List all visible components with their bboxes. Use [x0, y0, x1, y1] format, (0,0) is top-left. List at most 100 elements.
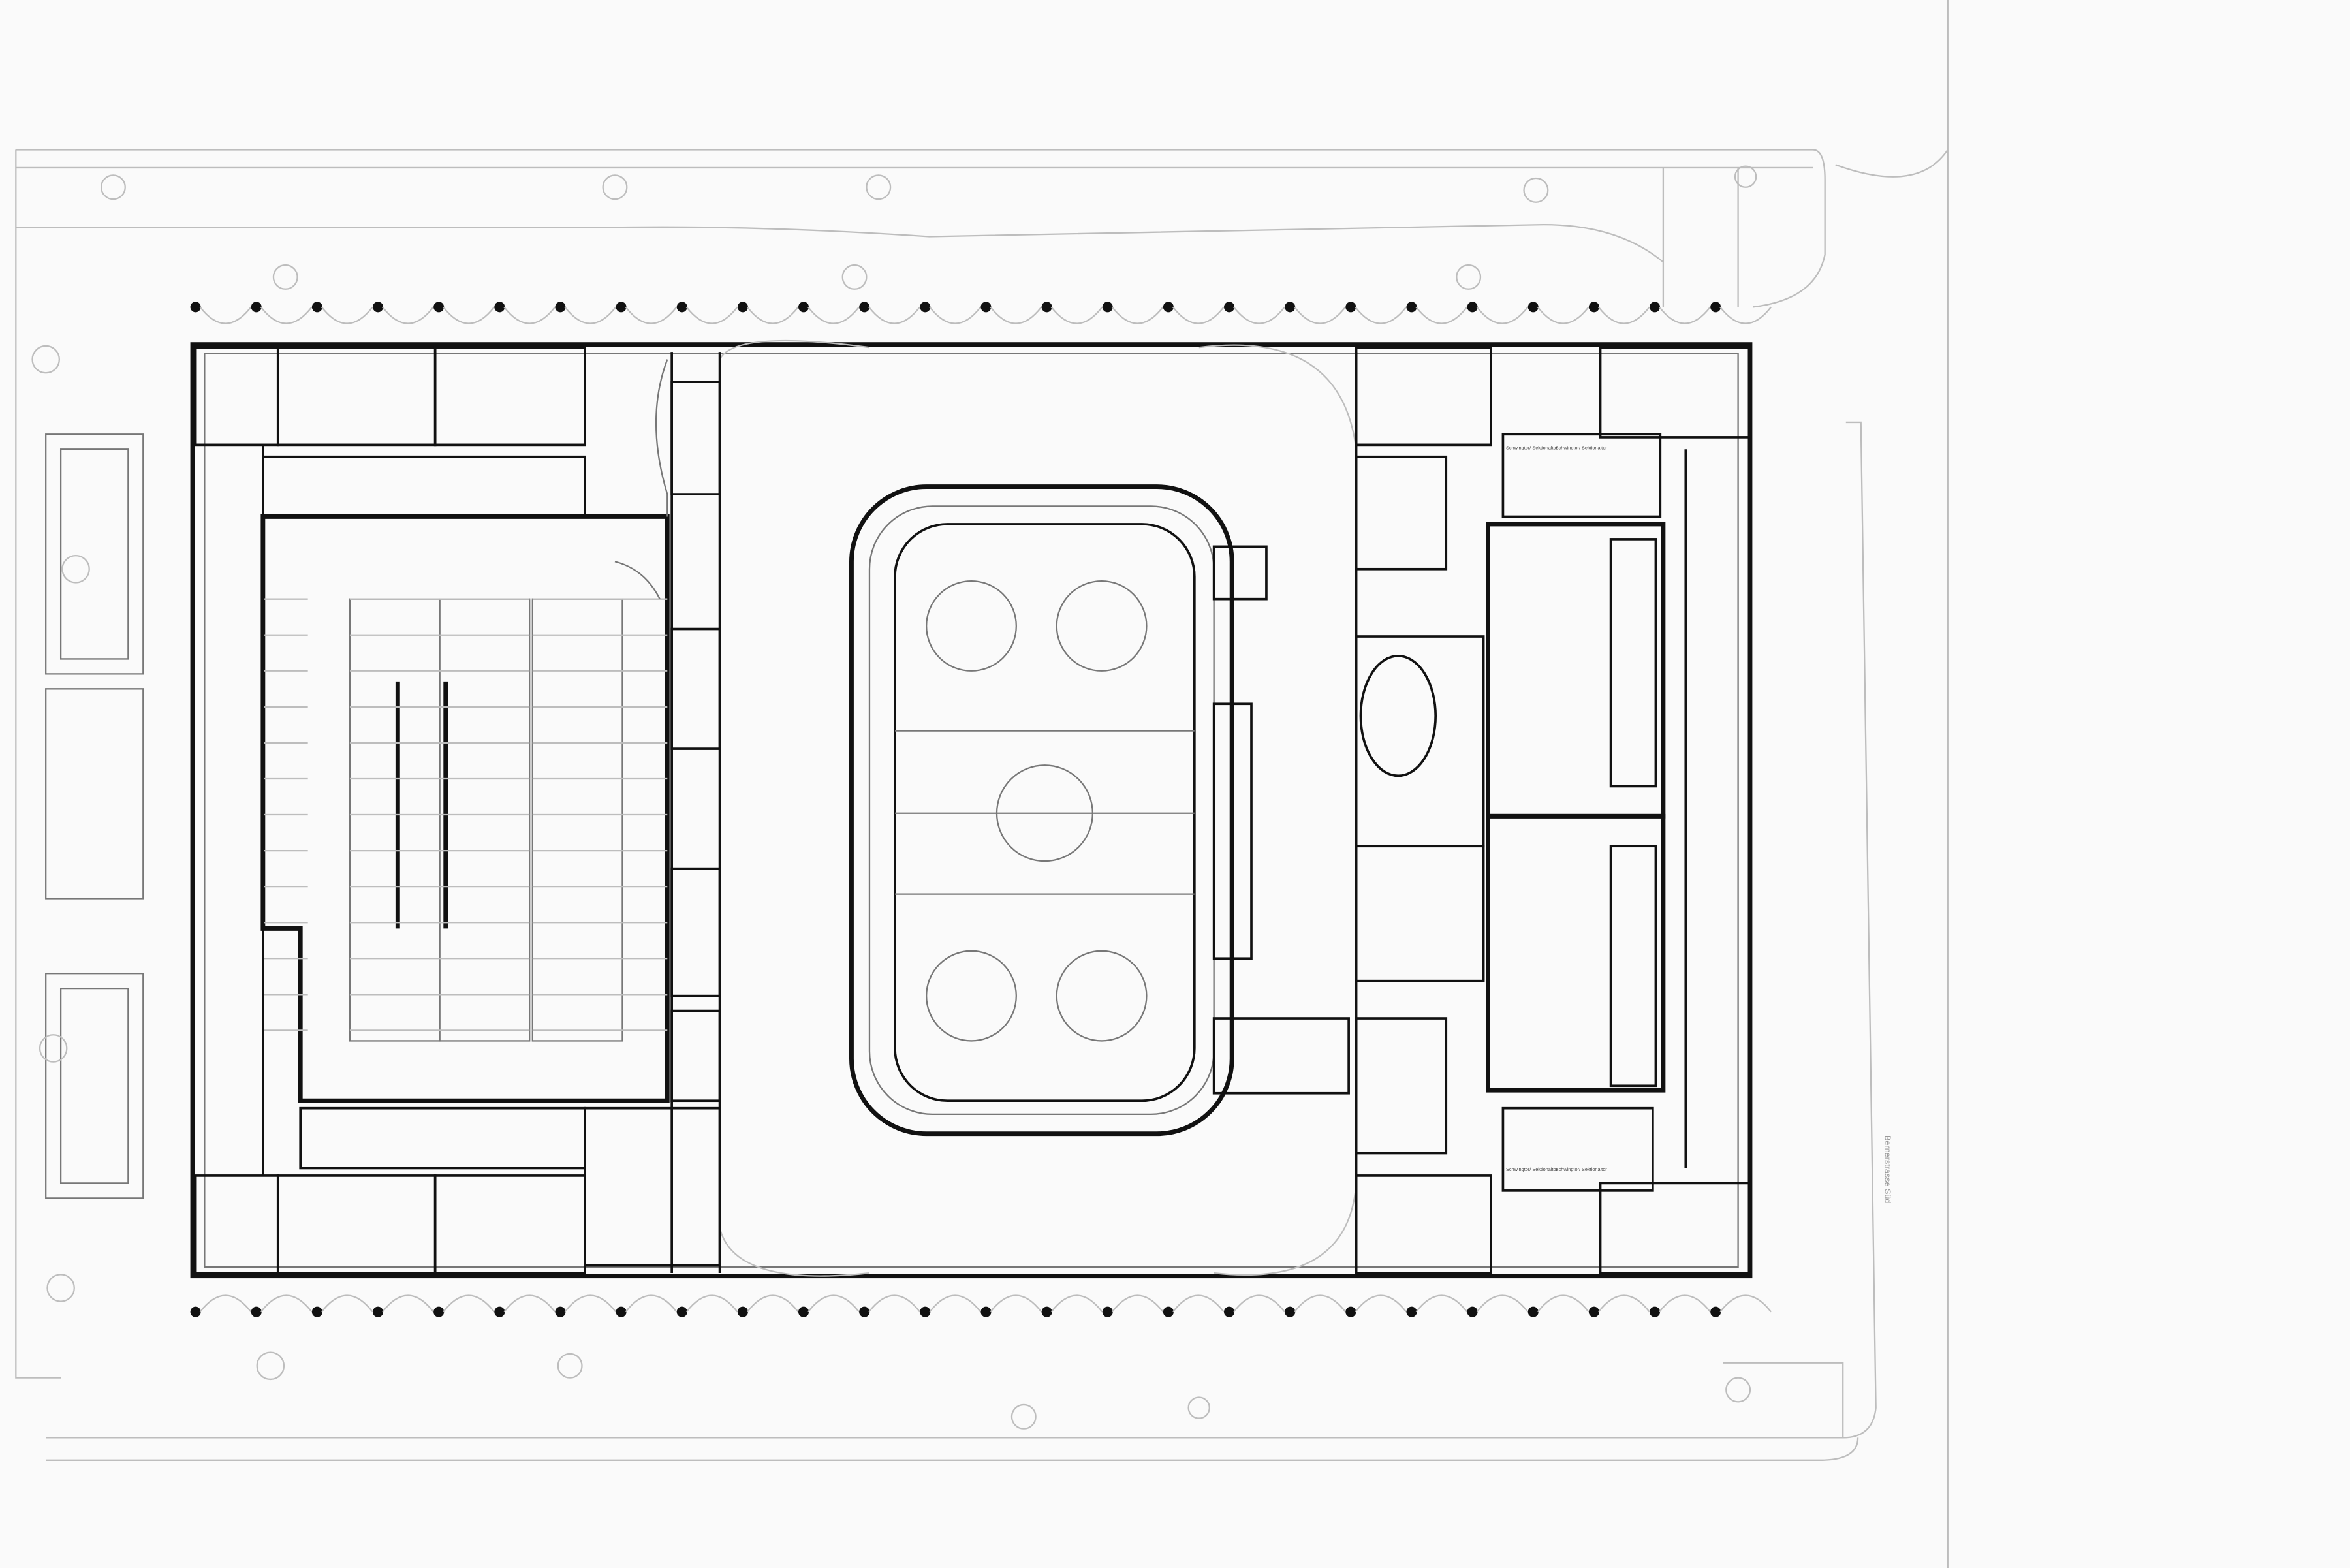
- facade-arc: [1111, 306, 1164, 324]
- column: [1285, 302, 1296, 313]
- parking-garage: [260, 359, 670, 1103]
- facade-arc: [443, 306, 495, 324]
- column: [859, 1306, 870, 1317]
- column: [676, 1306, 687, 1317]
- facade-arc: [807, 306, 860, 324]
- facade-arc: [1537, 306, 1590, 324]
- column: [980, 1306, 992, 1317]
- facade-arc: [1415, 306, 1468, 324]
- column: [920, 1306, 931, 1317]
- door-label: Schwingtor/ Sektionaltor: [1506, 1167, 1558, 1172]
- facade-arc: [1597, 306, 1650, 324]
- facade-arc: [321, 1294, 373, 1313]
- facade-arc: [990, 306, 1042, 324]
- facade-arc: [1415, 1294, 1468, 1313]
- facade-arc: [1172, 1294, 1225, 1313]
- facade-arc: [685, 1294, 738, 1313]
- facade-arc: [1659, 1294, 1711, 1313]
- facade-arc: [625, 306, 678, 324]
- facade-arc: [1355, 1294, 1407, 1313]
- column: [311, 302, 322, 313]
- facade-arc: [1355, 306, 1407, 324]
- column: [1345, 1306, 1356, 1317]
- column: [373, 1306, 384, 1317]
- column: [798, 302, 809, 313]
- column: [1406, 302, 1417, 313]
- facade-arc: [1476, 306, 1529, 324]
- column: [1588, 302, 1599, 313]
- facade-arc: [746, 306, 799, 324]
- door-label: Schwingtor/ Sektionaltor: [1556, 1167, 1608, 1172]
- columns: [190, 302, 1772, 1317]
- column: [1467, 302, 1478, 313]
- facade-arc: [321, 306, 373, 324]
- facade-arc: [503, 306, 556, 324]
- column: [1650, 302, 1661, 313]
- column: [1588, 1306, 1599, 1317]
- column: [555, 302, 566, 313]
- facade-arc: [1050, 1294, 1103, 1313]
- facade-arc: [746, 1294, 799, 1313]
- column: [190, 302, 201, 313]
- street-label: Bernerstrasse Süd: [1883, 1135, 1892, 1203]
- column: [920, 302, 931, 313]
- facade-arc: [1294, 1294, 1346, 1313]
- column: [494, 1306, 505, 1317]
- sports-hall-1: [1486, 522, 1666, 819]
- column: [1163, 302, 1174, 313]
- column: [494, 302, 505, 313]
- facade-arc: [868, 306, 920, 324]
- site-context: Bernerstrasse Süd: [15, 0, 1949, 1568]
- column: [676, 302, 687, 313]
- column: [1041, 302, 1052, 313]
- column: [798, 1306, 809, 1317]
- facade-arc: [1537, 1294, 1590, 1313]
- column: [1528, 1306, 1539, 1317]
- column: [737, 1306, 748, 1317]
- facade-arc: [929, 306, 982, 324]
- facade-arc: [503, 1294, 556, 1313]
- west-wing: [194, 346, 721, 1274]
- column: [190, 1306, 201, 1317]
- facade-arc: [685, 306, 738, 324]
- facade-arc: [1659, 306, 1711, 324]
- column: [433, 302, 445, 313]
- door-labels: Schwingtor/ Sektionaltor Schwingtor/ Sek…: [1506, 445, 1607, 1172]
- facade-arc: [260, 1294, 313, 1313]
- column: [1467, 1306, 1478, 1317]
- facade-arc: [1111, 1294, 1164, 1313]
- facade-arc: [990, 1294, 1042, 1313]
- facade-arc: [1719, 1294, 1772, 1313]
- column: [1406, 1306, 1417, 1317]
- column: [251, 302, 262, 313]
- column: [373, 302, 384, 313]
- column: [1041, 1306, 1052, 1317]
- facade-arc: [625, 1294, 678, 1313]
- ice-arena: [670, 339, 1358, 1277]
- facade-arc: [382, 1294, 434, 1313]
- column: [1710, 302, 1721, 313]
- facade-arc: [868, 1294, 920, 1313]
- column: [737, 302, 748, 313]
- column: [251, 1306, 262, 1317]
- facade-arc: [1476, 1294, 1529, 1313]
- column: [1224, 1306, 1235, 1317]
- column: [980, 302, 992, 313]
- facade-arc: [1719, 306, 1772, 324]
- column: [859, 302, 870, 313]
- column: [1650, 1306, 1661, 1317]
- facade-arc: [564, 1294, 617, 1313]
- facade-arc: [1233, 1294, 1285, 1313]
- column: [1102, 1306, 1113, 1317]
- column: [1285, 1306, 1296, 1317]
- east-wing: [1355, 346, 1751, 1274]
- facade-arc: [199, 1294, 252, 1313]
- facade-arc: [1172, 306, 1225, 324]
- column: [1345, 302, 1356, 313]
- sports-hall-top: [1501, 433, 1662, 518]
- column: [1163, 1306, 1174, 1317]
- column: [433, 1306, 445, 1317]
- facade-arc: [1597, 1294, 1650, 1313]
- facade-arc: [1294, 306, 1346, 324]
